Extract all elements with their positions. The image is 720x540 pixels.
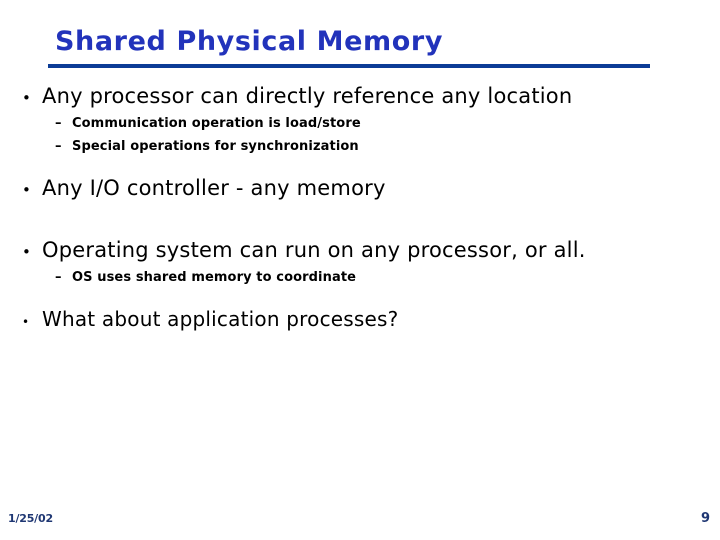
bullet-dot-icon: •: [22, 181, 32, 199]
bullet-dash-icon: –: [55, 116, 62, 131]
bullet-text: Communication operation is load/store: [72, 116, 361, 131]
bullet-dash-icon: –: [55, 270, 62, 285]
title-underline-rule: [48, 64, 650, 68]
bullet-dot-icon: •: [22, 243, 32, 261]
bullet-text: What about application processes?: [42, 307, 399, 331]
bullet-dot-icon: •: [22, 315, 30, 329]
slide-body-content: • Any processor can directly reference a…: [0, 84, 720, 331]
bullet-text: Operating system can run on any processo…: [42, 238, 586, 262]
bullet-text: OS uses shared memory to coordinate: [72, 270, 357, 285]
spacer: [0, 154, 720, 176]
bullet-item-level1: • What about application processes?: [0, 307, 720, 331]
bullet-item-level2: – Special operations for synchronization: [0, 139, 720, 154]
spacer: [0, 131, 720, 139]
footer-date: 1/25/02: [8, 512, 53, 525]
slide-number: 9: [700, 511, 710, 526]
bullet-text: Special operations for synchronization: [72, 139, 359, 154]
bullet-dash-icon: –: [55, 139, 62, 154]
spacer: [0, 200, 720, 238]
bullet-dot-icon: •: [22, 89, 32, 107]
bullet-text: Any I/O controller - any memory: [42, 176, 386, 200]
bullet-text: Any processor can directly reference any…: [42, 84, 573, 108]
spacer: [0, 108, 720, 116]
slide-title: Shared Physical Memory: [55, 26, 444, 57]
spacer: [0, 262, 720, 270]
bullet-item-level1: • Any I/O controller - any memory: [0, 176, 720, 200]
bullet-item-level2: – Communication operation is load/store: [0, 116, 720, 131]
bullet-item-level1: • Any processor can directly reference a…: [0, 84, 720, 108]
bullet-item-level1: • Operating system can run on any proces…: [0, 238, 720, 262]
spacer: [0, 285, 720, 307]
bullet-item-level2: – OS uses shared memory to coordinate: [0, 270, 720, 285]
